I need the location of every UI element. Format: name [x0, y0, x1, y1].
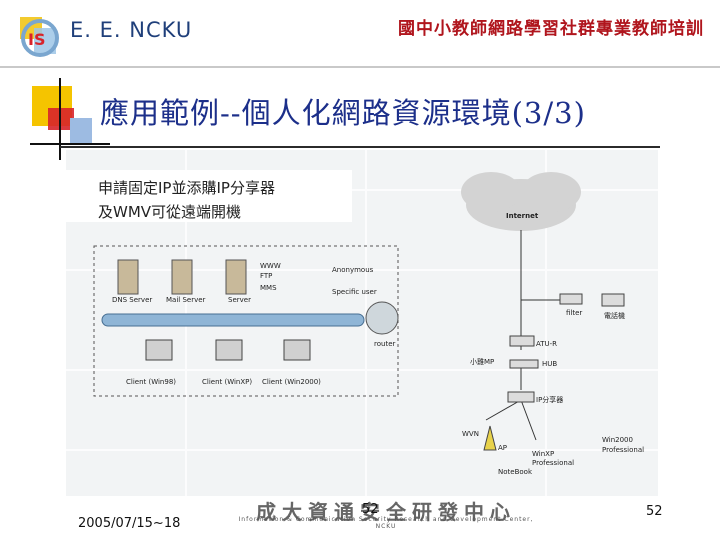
- footer-page-number: 52: [646, 504, 663, 519]
- footer-page-number-center: 52: [362, 502, 379, 517]
- footer-center-logo: 成大資通安全研發中心 Information & Communication S…: [236, 496, 536, 530]
- notebook-label: NoteBook: [498, 468, 533, 476]
- client-label-win98: Client (Win98): [126, 378, 176, 386]
- decorative-squares-icon: [30, 78, 110, 160]
- server-label-server: Server: [228, 296, 251, 304]
- client-label-win2000: Client (Win2000): [262, 378, 321, 386]
- internet-cloud-icon: [461, 172, 581, 231]
- footer-date: 2005/07/15~18: [78, 516, 181, 531]
- winxp-sub-label: Professional: [532, 459, 574, 467]
- logo-letters: IS: [28, 30, 45, 49]
- footer-center-zh: 成大資通安全研發中心: [256, 500, 516, 524]
- win2000-label: Win2000: [602, 436, 633, 444]
- server-rack-icon: [117, 259, 247, 295]
- title-divider: [60, 146, 660, 148]
- ap-icon: [483, 425, 497, 451]
- server-label-mail: Mail Server: [166, 296, 206, 304]
- client-pc-icon: [145, 339, 311, 361]
- phone-icon: [601, 293, 625, 307]
- wvn-label: WVN: [462, 430, 479, 438]
- ip-sharer-icon: [507, 391, 535, 403]
- access-specific-user: Specific user: [332, 288, 377, 296]
- logo-text: E. E. NCKU: [70, 18, 193, 42]
- note-line-2: 及WMV可從遠端開機: [98, 203, 242, 221]
- network-backbone: [101, 313, 365, 327]
- note-line-1: 申請固定IP並添購IP分享器: [98, 179, 275, 197]
- win2000-sub-label: Professional: [602, 446, 644, 454]
- header-divider: [0, 66, 720, 68]
- network-diagram: Internet DNS Server Mail Server Server W…: [66, 150, 658, 496]
- ip-sharer-label: IP分享器: [536, 395, 563, 404]
- router-label: router: [374, 340, 395, 348]
- access-anonymous: Anonymous: [332, 266, 374, 274]
- is-logo-icon: IS: [20, 17, 59, 57]
- service-ftp: FTP: [260, 272, 272, 280]
- router-icon: [365, 301, 399, 335]
- server-label-dns: DNS Server: [112, 296, 152, 304]
- client-label-winxp: Client (WinXP): [202, 378, 252, 386]
- slide-note: 申請固定IP並添購IP分享器 及WMV可從遠端開機: [98, 176, 275, 224]
- atu-icon: [509, 335, 535, 347]
- hub-icon: [509, 359, 539, 369]
- hub-label: HUB: [542, 360, 557, 368]
- winxp-label: WinXP: [532, 450, 554, 458]
- internet-label: Internet: [506, 212, 539, 220]
- filter-icon: [559, 293, 583, 305]
- slide-title: 應用範例--個人化網路資源環境(3/3): [100, 96, 586, 130]
- filter-label: filter: [566, 309, 582, 317]
- atu-label: ATU-R: [536, 340, 557, 348]
- phone-label: 電話機: [604, 311, 625, 320]
- service-www: WWW: [260, 262, 281, 270]
- banner-title: 國中小教師網路學習社群專業教師培訓: [398, 19, 704, 39]
- pc-label: 小雞MP: [470, 357, 494, 366]
- footer-center-en: Information & Communication Security Res…: [238, 516, 534, 530]
- ap-label: AP: [498, 444, 507, 452]
- service-mms: MMS: [260, 284, 277, 292]
